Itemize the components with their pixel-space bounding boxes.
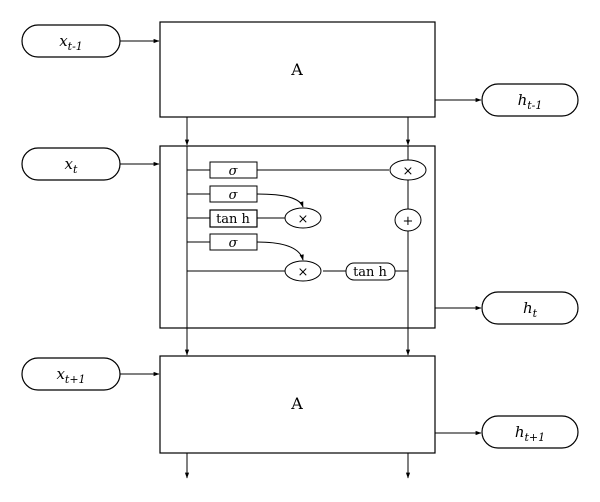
sigma-gate-1: σ: [209, 161, 258, 179]
bottom-cell-label: A: [290, 394, 303, 413]
input-x-t-minus-1: xt-1: [21, 24, 121, 58]
tanh-gate: tan h: [209, 209, 258, 228]
middle-cell-box: [159, 145, 436, 329]
sigma-gate-2: σ: [209, 185, 258, 203]
top-cell-label: A: [290, 60, 303, 79]
internal-wiring: [186, 146, 409, 328]
add-op: +: [394, 208, 422, 232]
svg-text:+: +: [403, 214, 414, 229]
svg-text:σ: σ: [229, 188, 239, 203]
svg-text:ht+1: ht+1: [515, 423, 545, 444]
svg-text:ht: ht: [523, 299, 538, 320]
svg-text:xt-1: xt-1: [59, 32, 83, 53]
output-h-t-minus-1: ht-1: [481, 83, 579, 117]
top-cell-box: [159, 21, 436, 118]
output-h-t-plus-1: ht+1: [481, 415, 579, 449]
svg-text:ht-1: ht-1: [518, 91, 543, 112]
tanh-output-gate: tan h: [345, 262, 396, 281]
svg-text:σ: σ: [229, 236, 239, 251]
svg-text:xt+1: xt+1: [56, 365, 85, 386]
svg-text:σ: σ: [229, 164, 239, 179]
bottom-cell-box: [159, 355, 436, 454]
input-x-t-plus-1: xt+1: [21, 357, 121, 391]
svg-text:xt: xt: [65, 155, 78, 176]
sigma-gate-3: σ: [209, 233, 258, 251]
svg-text:×: ×: [298, 265, 309, 280]
input-x-t: xt: [21, 147, 121, 181]
svg-text:×: ×: [403, 164, 414, 179]
curve-sigma2-to-mult: [256, 193, 304, 208]
svg-text:×: ×: [298, 212, 309, 227]
curve-sigma3-to-mult: [256, 241, 304, 261]
output-h-t: ht: [481, 291, 579, 325]
multiply-op-top: ×: [389, 159, 427, 181]
svg-text:tan h: tan h: [353, 265, 387, 280]
multiply-op-middle: ×: [284, 207, 322, 229]
multiply-op-bottom: ×: [284, 260, 322, 282]
svg-text:tan h: tan h: [216, 212, 250, 227]
